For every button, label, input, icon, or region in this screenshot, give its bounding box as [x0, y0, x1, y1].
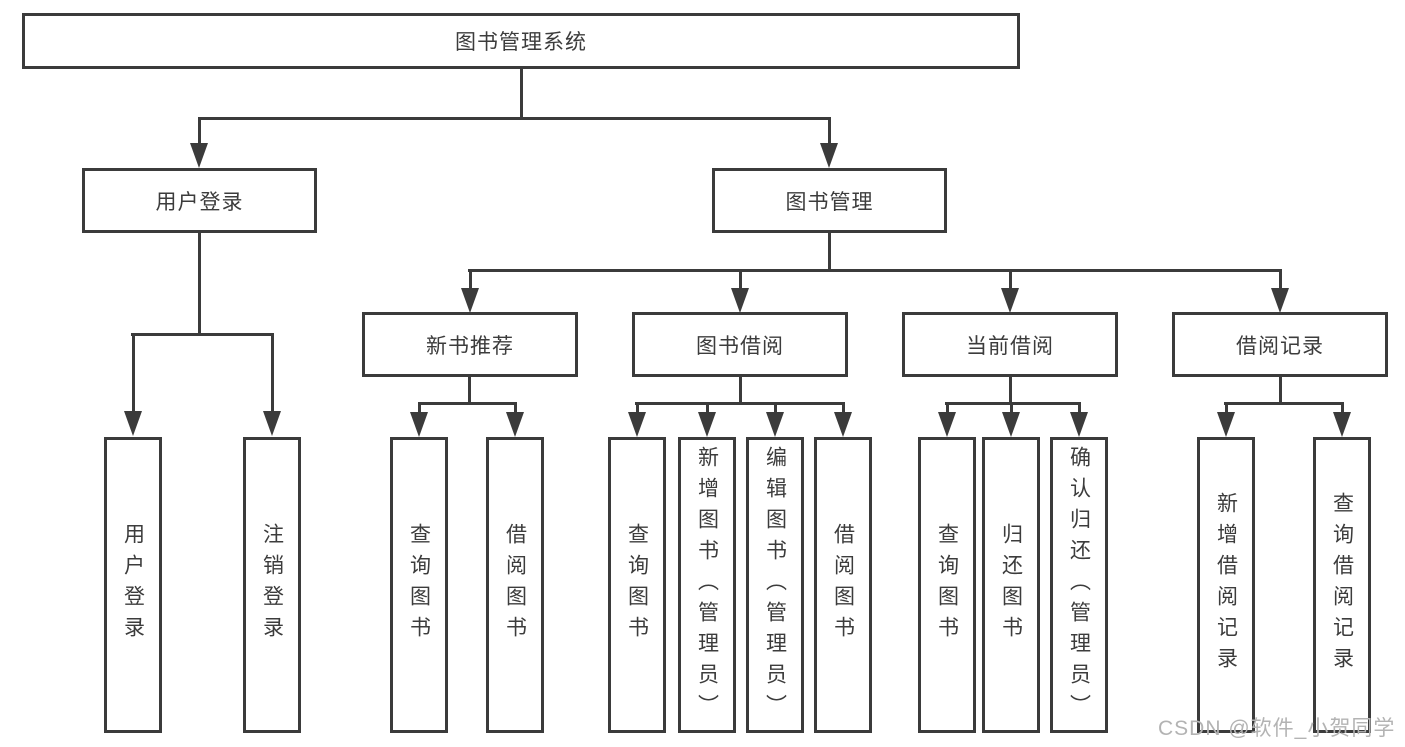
leaf-label: 确认归还（管理员）	[1067, 445, 1091, 725]
node-borrowing-records: 借阅记录	[1172, 312, 1388, 377]
leaf-add-book-admin: 新增图书（管理员）	[678, 437, 736, 733]
leaf-label: 用户登录	[121, 523, 145, 647]
node-current-borrowing: 当前借阅	[902, 312, 1118, 377]
connector-vline	[706, 402, 709, 414]
connector-vline	[1341, 402, 1344, 414]
arrowhead-down-icon	[1070, 412, 1088, 437]
leaf-search-books-borrowing: 查询图书	[608, 437, 666, 733]
csdn-watermark: CSDN @软件_小贺同学	[1158, 717, 1396, 740]
connector-vline	[1009, 269, 1012, 291]
connector-vline	[1010, 402, 1013, 414]
arrowhead-down-icon	[1333, 412, 1351, 437]
leaf-label: 查询图书	[935, 523, 959, 647]
leaf-label: 借阅图书	[503, 523, 527, 647]
arrowhead-down-icon	[506, 412, 524, 437]
arrowhead-down-icon	[698, 412, 716, 437]
node-label: 当前借阅	[966, 334, 1054, 358]
node-book-management: 图书管理	[712, 168, 947, 233]
connector-vline	[132, 333, 135, 412]
connector-hline	[198, 117, 831, 120]
leaf-logout: 注销登录	[243, 437, 301, 733]
node-label: 图书管理系统	[455, 31, 587, 54]
connector-vline	[739, 269, 742, 291]
connector-vline	[469, 269, 472, 291]
node-label: 借阅记录	[1236, 334, 1324, 358]
connector-vline	[636, 402, 639, 414]
arrowhead-down-icon	[1217, 412, 1235, 437]
connector-vline	[1279, 269, 1282, 291]
arrowhead-down-icon	[190, 143, 208, 168]
leaf-label: 编辑图书（管理员）	[763, 445, 787, 725]
node-label: 图书管理	[785, 190, 874, 214]
connector-hline	[635, 402, 845, 405]
connector-hline	[131, 333, 274, 336]
leaf-label: 归还图书	[999, 523, 1023, 647]
node-label: 用户登录	[155, 190, 244, 214]
arrowhead-down-icon	[820, 143, 838, 168]
connector-vline	[514, 402, 517, 414]
leaf-search-borrow-record: 查询借阅记录	[1313, 437, 1371, 733]
leaf-label: 查询图书	[625, 523, 649, 647]
connector-vline	[739, 377, 742, 404]
connector-vline	[198, 233, 201, 335]
connector-vline	[774, 402, 777, 414]
leaf-edit-book-admin: 编辑图书（管理员）	[746, 437, 804, 733]
node-book-borrowing: 图书借阅	[632, 312, 848, 377]
arrowhead-down-icon	[938, 412, 956, 437]
arrowhead-down-icon	[410, 412, 428, 437]
leaf-label: 注销登录	[260, 523, 284, 647]
connector-vline	[1225, 402, 1228, 414]
arrowhead-down-icon	[124, 411, 142, 436]
leaf-return-books: 归还图书	[982, 437, 1040, 733]
arrowhead-down-icon	[628, 412, 646, 437]
leaf-label: 查询借阅记录	[1330, 492, 1354, 678]
leaf-add-borrow-record: 新增借阅记录	[1197, 437, 1255, 733]
arrowhead-down-icon	[461, 288, 479, 313]
connector-vline	[198, 117, 201, 147]
connector-vline	[520, 67, 523, 119]
connector-hline	[418, 402, 517, 405]
leaf-borrow-books-recommend: 借阅图书	[486, 437, 544, 733]
leaf-search-books-recommend: 查询图书	[390, 437, 448, 733]
leaf-user-login: 用户登录	[104, 437, 162, 733]
leaf-label: 新增借阅记录	[1214, 492, 1238, 678]
leaf-borrow-books-borrowing: 借阅图书	[814, 437, 872, 733]
connector-vline	[842, 402, 845, 414]
leaf-label: 新增图书（管理员）	[695, 445, 719, 725]
connector-hline	[468, 269, 1281, 272]
connector-vline	[271, 333, 274, 412]
connector-vline	[946, 402, 949, 414]
leaf-search-books-current: 查询图书	[918, 437, 976, 733]
connector-hline	[945, 402, 1081, 405]
arrowhead-down-icon	[834, 412, 852, 437]
connector-vline	[1009, 377, 1012, 404]
arrowhead-down-icon	[1001, 288, 1019, 313]
connector-vline	[828, 233, 831, 272]
connector-vline	[418, 402, 421, 414]
arrowhead-down-icon	[1271, 288, 1289, 313]
arrowhead-down-icon	[263, 411, 281, 436]
node-library-management-system: 图书管理系统	[22, 13, 1020, 69]
node-label: 图书借阅	[696, 334, 784, 358]
arrowhead-down-icon	[1002, 412, 1020, 437]
leaf-confirm-return-admin: 确认归还（管理员）	[1050, 437, 1108, 733]
arrowhead-down-icon	[766, 412, 784, 437]
leaf-label: 查询图书	[407, 523, 431, 647]
node-user-login: 用户登录	[82, 168, 317, 233]
leaf-label: 借阅图书	[831, 523, 855, 647]
connector-vline	[828, 117, 831, 147]
arrowhead-down-icon	[731, 288, 749, 313]
connector-vline	[1078, 402, 1081, 414]
node-label: 新书推荐	[426, 334, 514, 358]
connector-hline	[1224, 402, 1344, 405]
node-new-book-recommendation: 新书推荐	[362, 312, 578, 377]
connector-vline	[1279, 377, 1282, 404]
connector-vline	[468, 377, 471, 404]
